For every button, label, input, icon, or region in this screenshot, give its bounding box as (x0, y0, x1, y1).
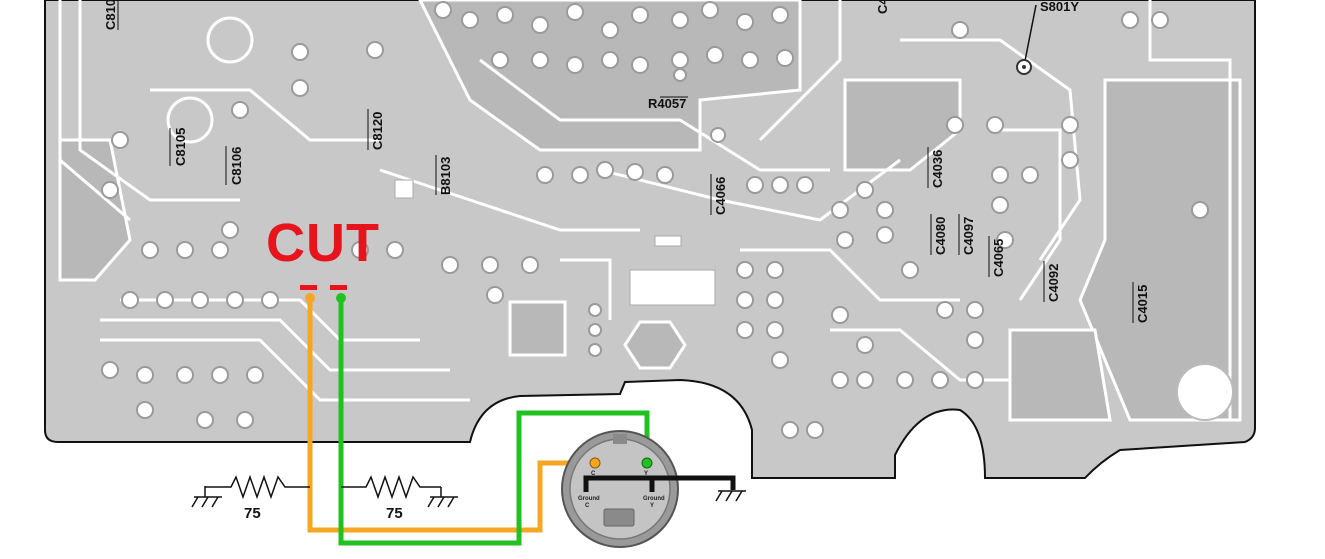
ground-right-icon (427, 487, 458, 508)
ground-c-label: Ground (578, 496, 600, 502)
resistor-right (341, 474, 441, 500)
label-c8105: C8105 (173, 128, 188, 166)
label-c4092: C4092 (1046, 264, 1061, 302)
ground-c-sub: C (585, 503, 590, 509)
ground-y-label: Ground (643, 496, 665, 502)
label-c4036: C4036 (930, 150, 945, 188)
ground-bus-icon (715, 490, 746, 502)
label-c8106: C8106 (229, 147, 244, 185)
ground-left-icon (191, 486, 222, 508)
connector-key (603, 508, 635, 527)
label-c810: C810 (103, 0, 118, 30)
pin-y (641, 457, 653, 469)
label-s801y: S801Y (1040, 0, 1079, 14)
label-c4066: C4066 (713, 177, 728, 215)
label-c4097: C4097 (961, 217, 976, 255)
chroma-wire (307, 297, 595, 533)
label-c4015: C4015 (1135, 285, 1150, 323)
label-c4: C4 (875, 0, 890, 14)
svideo-connector: C Y Ground C Ground Y (561, 430, 679, 548)
pin-c-label: C (591, 471, 596, 477)
label-r4057: R4057 (648, 96, 686, 111)
label-b8103: B8103 (438, 157, 453, 195)
resistor-left (205, 474, 310, 500)
resistor-left-value: 75 (244, 505, 261, 522)
label-c4080: C4080 (933, 217, 948, 255)
cut-mark-right (330, 285, 347, 290)
termination-resistors (191, 474, 458, 508)
wires (305, 293, 650, 546)
cut-mark-left (300, 285, 317, 290)
cut-marker: CUT (266, 213, 380, 290)
pin-c (589, 457, 601, 469)
label-c8120: C8120 (370, 112, 385, 150)
pcb-board (44, 0, 1256, 479)
ground-bus (583, 475, 746, 502)
cut-label: CUT (266, 213, 380, 273)
label-c4065: C4065 (991, 239, 1006, 277)
component-labels: C810 C4 S801Y R4057 C8105 C8106 C8120 B8… (103, 0, 1150, 323)
ground-y-sub: Y (650, 503, 654, 509)
luma-wire (338, 297, 650, 546)
resistor-right-value: 75 (386, 505, 403, 522)
pin-y-label: Y (644, 471, 648, 477)
s801y-pointer-line (1023, 4, 1037, 67)
